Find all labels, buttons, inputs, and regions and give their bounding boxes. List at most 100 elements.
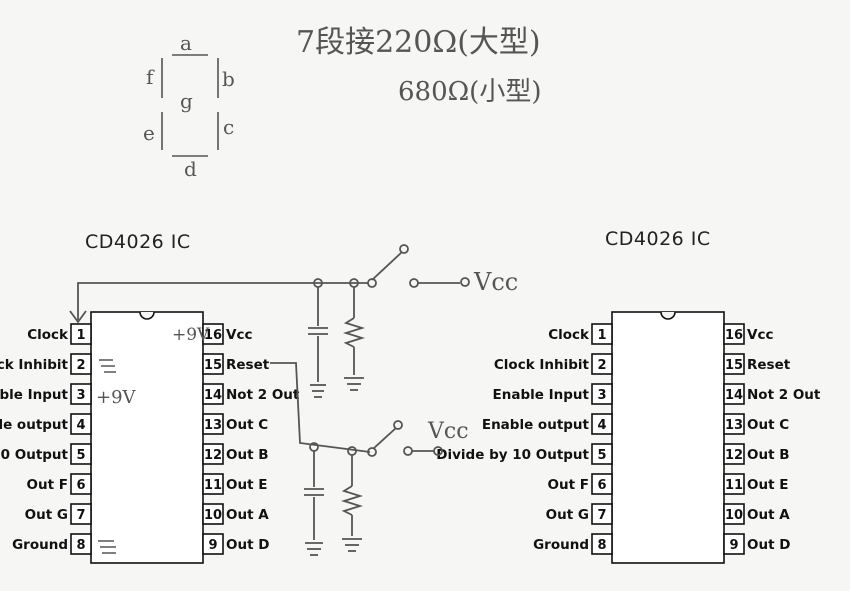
note-line-1: 7段接220Ω(大型): [296, 25, 541, 60]
pin-box: [70, 323, 92, 345]
pin-box: [202, 533, 224, 555]
pin-label: Out B: [747, 447, 790, 463]
chip-left-pin-11: 11 Out E: [202, 473, 267, 495]
chip-right-body: [611, 311, 725, 564]
reset-vcc-terminal: [433, 446, 443, 456]
reset-res-zigzag: [340, 485, 364, 516]
chip-left-pin-12: 12 Out B: [202, 443, 269, 465]
pin-label: Vcc: [226, 327, 252, 343]
seg-label-a: a: [180, 31, 192, 55]
pin-label: Vcc: [747, 327, 773, 343]
pin-label: Out G: [25, 507, 68, 523]
chip-right-notch: [660, 311, 676, 320]
pin-label: Clock Inhibit: [0, 357, 69, 373]
clock-wire: [77, 282, 368, 320]
pin-number: 10: [725, 508, 743, 523]
chip-right-pin-10: 10 Out A: [723, 503, 790, 525]
chip-right-title: CD4026 IC: [605, 228, 711, 250]
pin-box: [70, 353, 92, 375]
pin-label: Out C: [747, 417, 789, 433]
pin-box: [591, 353, 613, 375]
pin-box: [202, 353, 224, 375]
pin-box: [723, 413, 745, 435]
pin-number: 16: [204, 328, 222, 343]
chip-right-pin-9: 9 Out D: [723, 533, 790, 555]
pin-box: [202, 323, 224, 345]
pin-label: Reset: [226, 357, 270, 373]
pin-number: 2: [76, 358, 85, 373]
pin-number: 10: [204, 508, 222, 523]
seg-label-f: f: [146, 65, 155, 89]
chip-right-pin-13: 13 Out C: [723, 413, 789, 435]
chip-left-pin-1: 1 Clock: [27, 323, 92, 345]
pin-number: 8: [76, 538, 85, 553]
pin-box: [202, 503, 224, 525]
pin-box: [723, 473, 745, 495]
pin-number: 13: [204, 418, 222, 433]
pin-label: Out D: [747, 537, 790, 553]
handwritten-note: 7段接220Ω(大型) 680Ω(小型): [296, 25, 541, 107]
pin-number: 4: [597, 418, 606, 433]
pin-box: [591, 503, 613, 525]
pin-number: 9: [729, 538, 738, 553]
note-line-2: 680Ω(小型): [398, 77, 541, 107]
pin-number: 13: [725, 418, 743, 433]
reset-switch-contact: [403, 446, 413, 456]
pin-box: [70, 473, 92, 495]
pin-label: Out G: [546, 507, 589, 523]
chip-left-pin-14: 14 Not 2 Out: [202, 383, 300, 405]
pin-label: Divide by 10 Output: [436, 447, 589, 463]
pin-label: Out E: [226, 477, 267, 493]
reset-wire: [270, 362, 371, 453]
pin-label: Out A: [747, 507, 790, 523]
pin-box: [591, 443, 613, 465]
clock-res-zigzag: [342, 317, 366, 348]
seg-label-d: d: [184, 157, 197, 181]
seg-label-c: c: [223, 115, 234, 139]
pin-label: Enable Input: [493, 387, 590, 403]
pin-box: [591, 413, 613, 435]
seven-segment-labels: a f b g e c d: [143, 31, 235, 181]
pin-box: [202, 473, 224, 495]
chip-left-title: CD4026 IC: [85, 231, 191, 253]
pin-label: Not 2 Out: [226, 387, 300, 403]
pin-box: [723, 503, 745, 525]
clock-circuit-wiring: [69, 244, 470, 398]
pin-label: Ground: [533, 537, 589, 553]
pin-number: 11: [204, 478, 222, 493]
reset-switch-lever: [373, 427, 397, 449]
pin-number: 3: [76, 388, 85, 403]
pin-number: 8: [597, 538, 606, 553]
pin-number: 12: [204, 448, 222, 463]
pin-label: Clock: [27, 327, 69, 343]
pin-number: 3: [597, 388, 606, 403]
pin-label: Out B: [226, 447, 269, 463]
pin-number: 1: [76, 328, 85, 343]
clock-switch-contact: [409, 278, 419, 288]
pin-number: 14: [204, 388, 222, 403]
chip-left-pin-2: 2 Clock Inhibit: [0, 353, 92, 375]
pin-number: 5: [597, 448, 606, 463]
pin-number: 2: [597, 358, 606, 373]
clock-switch-pivot: [367, 278, 377, 288]
supply-label-mid: +9V: [96, 387, 137, 408]
reset-circuit-wiring: [270, 362, 443, 556]
pin-label: Not 2 Out: [747, 387, 821, 403]
pin-label: Out D: [226, 537, 269, 553]
reset-switch-pivot: [367, 447, 377, 457]
pin-number: 1: [597, 328, 606, 343]
pin-label: Clock Inhibit: [494, 357, 590, 373]
